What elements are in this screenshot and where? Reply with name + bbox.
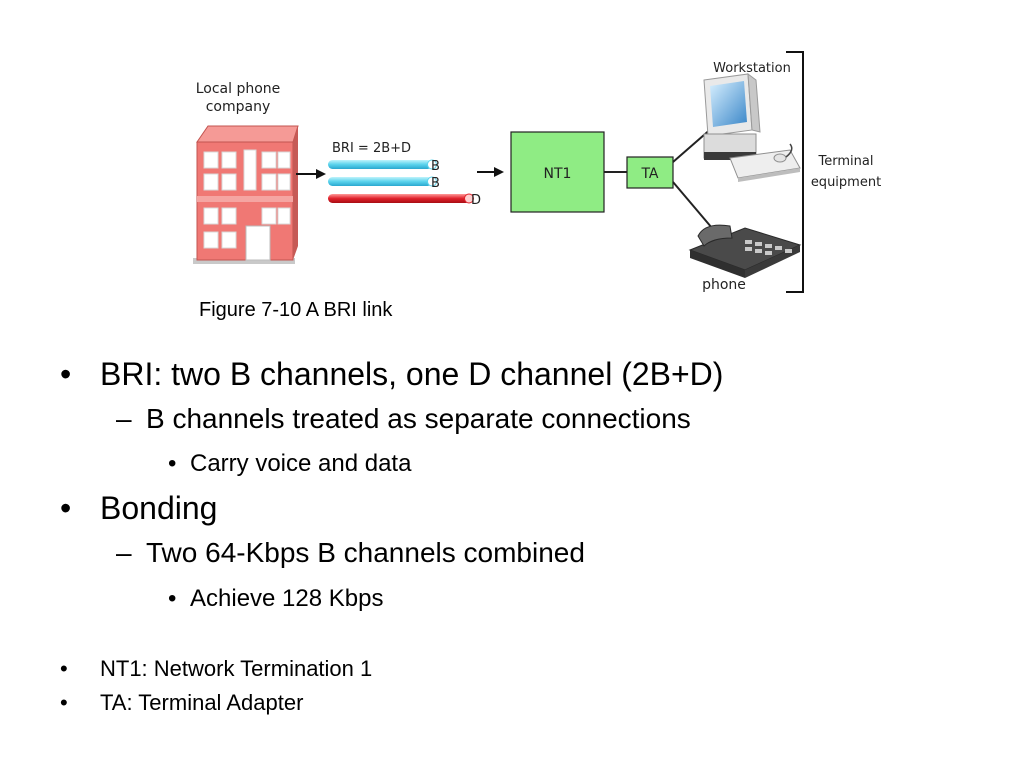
ta-label: TA [640,166,658,182]
local-phone-company-label-line2: company [206,99,271,115]
bullet-mark: • [168,450,177,477]
dash-mark: – [116,537,132,568]
workstation-icon [703,72,801,182]
small-bullet-text: TA: Terminal Adapter [100,690,304,715]
sub-sub-bullet-text: Carry voice and data [190,450,412,477]
local-phone-company-label-line1: Local phone [196,81,281,97]
b-channel-2 [328,176,437,187]
sub-bullet-text: B channels treated as separate connectio… [146,403,691,434]
arrowhead [494,167,504,177]
bullet-item: • Bonding [60,490,217,527]
sub-sub-bullet-text: Achieve 128 Kbps [190,585,384,612]
b-channel-1 [328,159,437,170]
bullet-mark: • [60,656,68,681]
small-bullet-item: • NT1: Network Termination 1 [60,656,372,682]
ta-box [626,156,674,189]
d-channel [328,193,474,204]
line-to-phone [672,181,713,229]
bullet-mark: • [60,356,72,392]
phone-icon [688,224,802,278]
b-channel-1-label: B [431,159,440,174]
sub-bullet-item: –B channels treated as separate connecti… [116,403,691,435]
terminal-equipment-label-line1: Terminal [818,154,874,169]
d-channel-label: D [471,193,481,208]
arrowhead [316,169,326,179]
bri-label: BRI = 2B+D [332,141,411,156]
figure-caption: Figure 7-10 A BRI link [199,299,393,321]
terminal-equipment-label-line2: equipment [811,175,881,190]
terminal-equipment-bracket [786,51,804,293]
bullet-mark: • [60,690,68,715]
bullet-item: • BRI: two B channels, one D channel (2B+… [60,356,723,393]
bullet-text: Bonding [100,490,218,526]
sub-sub-bullet-item: • Achieve 128 Kbps [168,585,383,613]
workstation-label: Workstation [713,61,791,76]
dash-mark: – [116,403,132,434]
sub-bullet-text: Two 64-Kbps B channels combined [146,537,585,568]
sub-sub-bullet-item: • Carry voice and data [168,450,411,478]
small-bullet-item: • TA: Terminal Adapter [60,690,303,716]
small-bullet-text: NT1: Network Termination 1 [100,656,373,681]
sub-bullet-item: –Two 64-Kbps B channels combined [116,537,585,569]
bullet-mark: • [60,490,72,526]
bullet-text: BRI: two B channels, one D channel (2B+D… [100,356,724,392]
nt1-box [510,131,605,213]
building-icon [193,125,299,264]
phone-label: phone [702,277,746,293]
nt1-label: NT1 [544,166,572,182]
bullet-mark: • [168,585,177,612]
bri-link-diagram: Local phone company BRI = 2B+D B B D NT1… [193,51,881,293]
b-channel-2-label: B [431,176,440,191]
